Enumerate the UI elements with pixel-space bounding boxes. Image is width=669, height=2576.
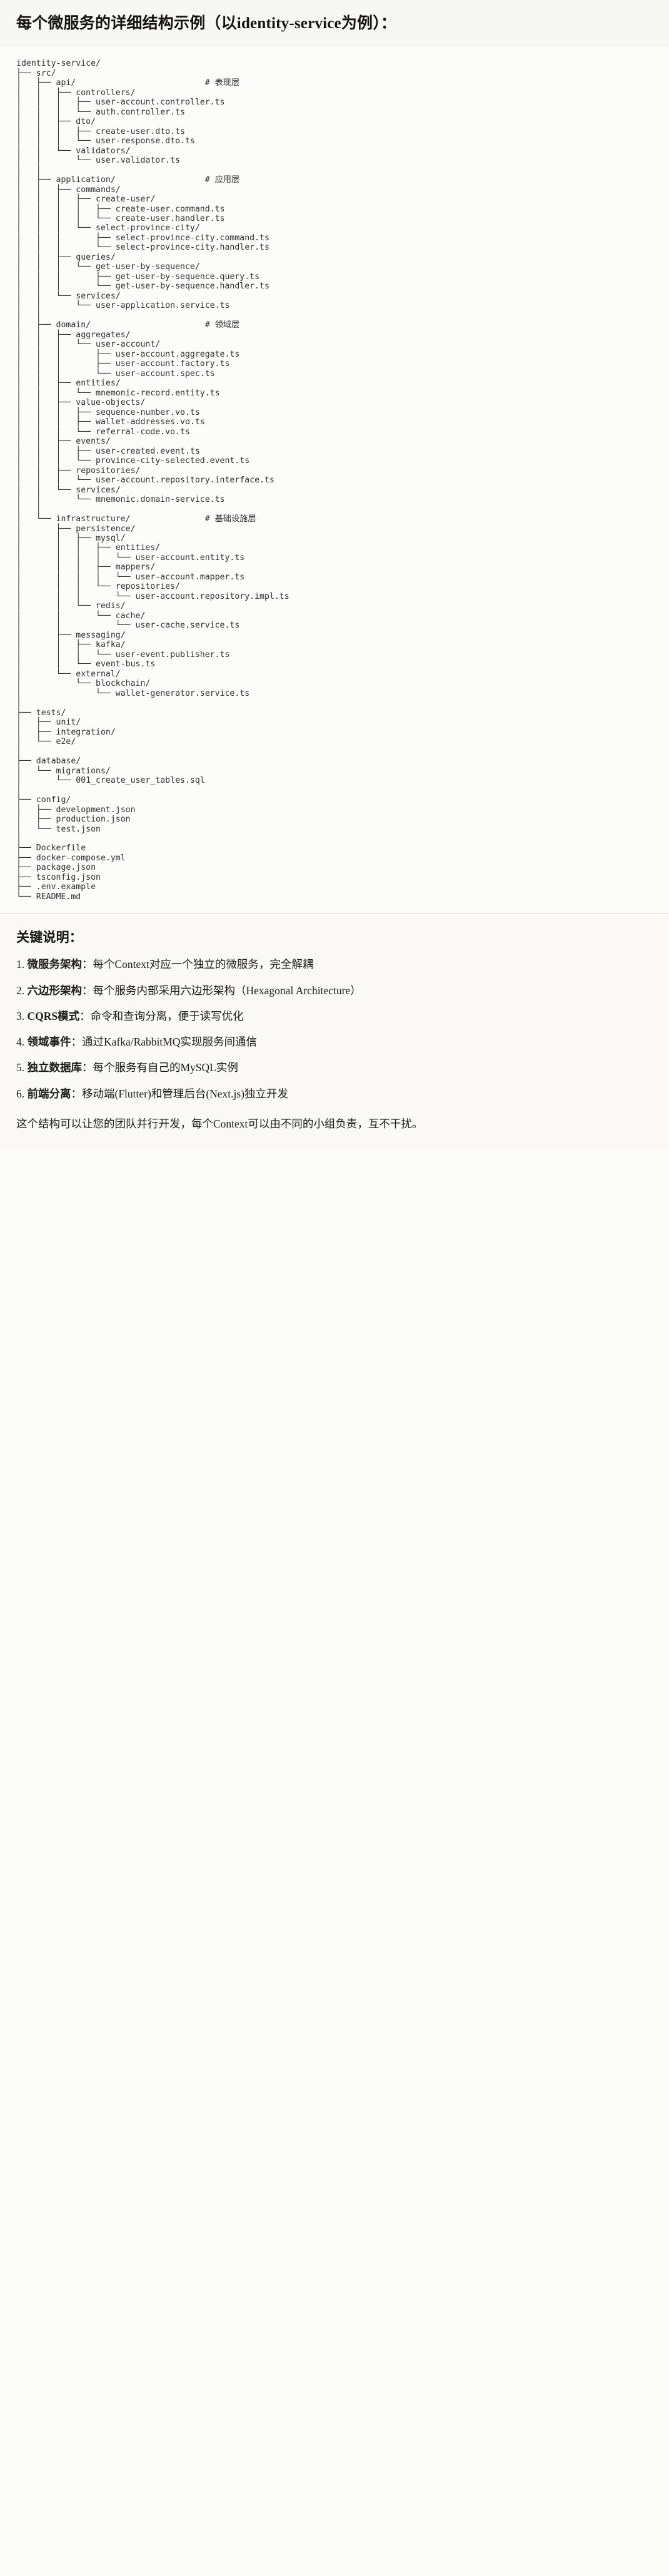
key-point-term: CQRS模式	[27, 1009, 80, 1022]
key-point-item: 3. CQRS模式：命令和查询分离，便于读写优化	[16, 1008, 653, 1024]
key-point-item: 5. 独立数据库：每个服务有自己的MySQL实例	[16, 1059, 653, 1076]
key-point-item: 6. 前端分离：移动端(Flutter)和管理后台(Next.js)独立开发	[16, 1086, 653, 1102]
key-point-term: 前端分离	[27, 1087, 71, 1100]
directory-tree-block: identity-service/ ├── src/ │ ├── api/ # …	[0, 46, 669, 914]
page-title: 每个微服务的详细结构示例（以identity-service为例）：	[16, 15, 397, 32]
directory-tree: identity-service/ ├── src/ │ ├── api/ # …	[16, 59, 289, 902]
key-point-description: 移动端(Flutter)和管理后台(Next.js)独立开发	[82, 1087, 289, 1100]
key-point-separator: ：	[71, 1036, 83, 1049]
key-point-number: 4.	[16, 1036, 25, 1049]
key-point-description: 每个Context对应一个独立的微服务，完全解耦	[93, 958, 314, 971]
key-points-footer: 这个结构可以让您的团队并行开发，每个Context可以由不同的小组负责，互不干扰…	[16, 1117, 423, 1130]
key-point-term: 六边形架构	[27, 984, 83, 997]
key-point-item: 1. 微服务架构：每个Context对应一个独立的微服务，完全解耦	[16, 956, 653, 972]
key-point-description: 通过Kafka/RabbitMQ实现服务间通信	[82, 1036, 257, 1049]
key-point-number: 3.	[16, 1009, 25, 1022]
key-point-number: 1.	[16, 958, 25, 971]
key-point-separator: ：	[82, 1061, 93, 1074]
key-point-item: 4. 领域事件：通过Kafka/RabbitMQ实现服务间通信	[16, 1034, 653, 1050]
key-point-description: 每个服务内部采用六边形架构（Hexagonal Architecture）	[93, 984, 361, 997]
key-point-description: 每个服务有自己的MySQL实例	[93, 1061, 238, 1074]
key-point-description: 命令和查询分离，便于读写优化	[90, 1009, 244, 1022]
key-point-separator: ：	[71, 1087, 83, 1100]
key-point-term: 独立数据库	[27, 1061, 83, 1074]
key-point-number: 5.	[16, 1061, 25, 1074]
key-point-separator: ：	[82, 984, 93, 997]
key-point-term: 微服务架构	[27, 958, 83, 971]
key-points-title: 关键说明：	[16, 930, 83, 945]
key-point-number: 6.	[16, 1087, 25, 1100]
document-page: 每个微服务的详细结构示例（以identity-service为例）： ident…	[0, 0, 669, 1149]
key-point-term: 领域事件	[27, 1036, 71, 1049]
key-point-item: 2. 六边形架构：每个服务内部采用六边形架构（Hexagonal Archite…	[16, 982, 653, 999]
key-point-separator: ：	[79, 1009, 91, 1022]
document-header: 每个微服务的详细结构示例（以identity-service为例）：	[0, 0, 669, 47]
key-point-separator: ：	[82, 958, 93, 971]
key-point-number: 2.	[16, 984, 25, 997]
